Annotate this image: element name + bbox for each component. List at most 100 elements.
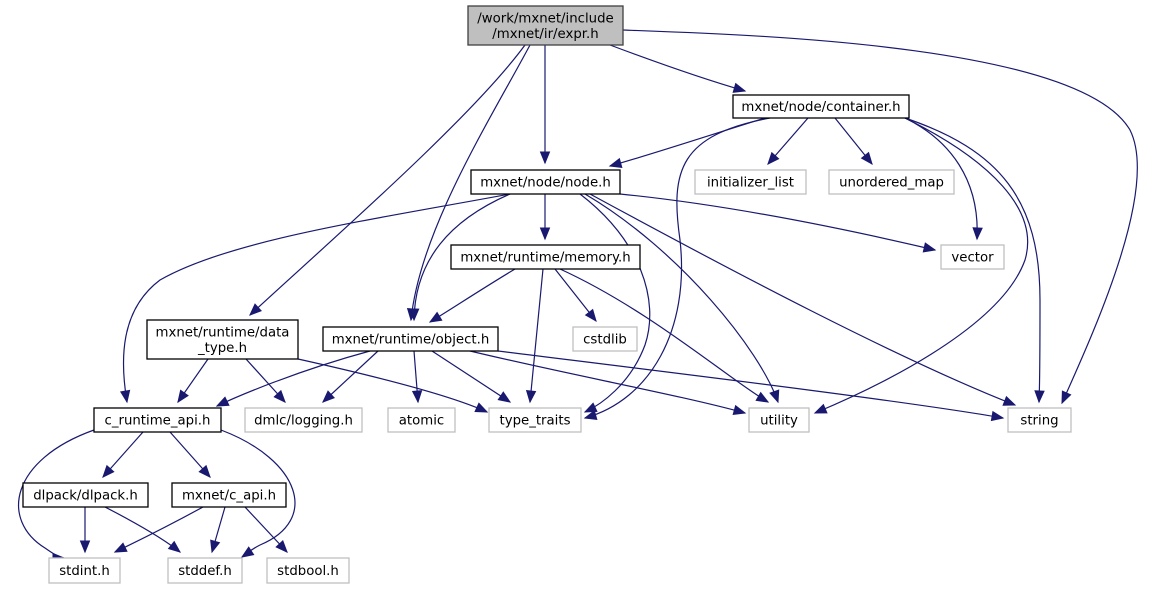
node-box	[387, 407, 456, 433]
arrowhead-icon	[922, 242, 937, 253]
node-vector: vector	[940, 244, 1005, 270]
arrowhead-icon	[497, 391, 512, 403]
edge-data_type-to-type_traits	[297, 358, 489, 413]
node-label: atomic	[399, 414, 444, 429]
node-box	[1007, 407, 1072, 433]
arrowhead-icon	[608, 157, 623, 168]
edge-line	[497, 350, 1004, 419]
node-box	[467, 5, 624, 46]
nodes-layer: /work/mxnet/include/mxnet/ir/expr.h mxnet…	[22, 5, 1072, 584]
node-c-runtime[interactable]: c_runtime_api.h	[93, 407, 222, 433]
edge-container-to-umap	[834, 117, 873, 166]
edge-line	[114, 506, 204, 553]
edge-c_api-to-stdint	[113, 506, 204, 553]
arrowhead-icon	[972, 227, 983, 241]
arrowhead-icon	[755, 391, 770, 403]
node-label: mxnet/runtime/data	[156, 325, 290, 340]
edge-object-to-utility	[469, 350, 747, 415]
edge-c_api-to-stddef	[210, 506, 226, 554]
arrowhead-icon	[769, 389, 780, 404]
edge-object-to-string	[497, 350, 1005, 422]
node-c-api[interactable]: mxnet/c_api.h	[171, 482, 287, 508]
arrowhead-icon	[322, 390, 335, 403]
edge-line	[622, 29, 1138, 404]
edge-object-to-type_traits	[431, 350, 512, 403]
node-label: cstdlib	[583, 333, 627, 348]
arrowhead-icon	[767, 151, 780, 165]
arrowhead-icon	[240, 546, 255, 558]
edge-object-to-logging	[322, 350, 379, 403]
arrowhead-icon	[539, 227, 551, 241]
arrowhead-icon	[732, 404, 747, 415]
node-box	[244, 407, 363, 433]
arrowhead-icon	[428, 311, 443, 323]
edges-layer	[18, 29, 1138, 564]
edge-c_runtime-to-dlpack	[102, 431, 144, 478]
node-init-list: initializer_list	[694, 169, 807, 195]
node-string: string	[1007, 407, 1072, 433]
arrowhead-icon	[860, 151, 873, 166]
node-box	[171, 482, 287, 508]
arrowhead-icon	[119, 389, 131, 404]
edge-container-to-utility	[813, 117, 1029, 414]
node-type-traits: type_traits	[488, 407, 582, 433]
arrowhead-icon	[275, 540, 288, 553]
node-box	[322, 326, 499, 352]
node-umap: unordered_map	[828, 169, 955, 195]
node-label: /mxnet/ir/expr.h	[492, 27, 598, 42]
edge-line	[322, 350, 379, 403]
node-box	[48, 557, 121, 584]
edge-node-to-object	[408, 193, 511, 322]
edge-line	[469, 350, 746, 414]
arrowhead-icon	[411, 390, 423, 404]
node-box	[450, 244, 641, 270]
edge-expr-to-string	[622, 29, 1138, 405]
node-label: type_traits	[499, 414, 570, 429]
edge-container-to-vector	[904, 117, 983, 241]
edge-line	[297, 358, 488, 413]
edge-dlpack-to-stddef	[104, 506, 182, 553]
node-label: mxnet/runtime/object.h	[332, 333, 490, 348]
node-node[interactable]: mxnet/node/node.h	[470, 169, 621, 195]
node-label: /work/mxnet/include	[477, 11, 613, 26]
edge-line	[589, 193, 1016, 406]
node-label: mxnet/c_api.h	[182, 489, 276, 504]
arrowhead-icon	[1034, 390, 1045, 404]
node-container[interactable]: mxnet/node/container.h	[732, 94, 910, 119]
arrowhead-icon	[210, 539, 221, 554]
node-label: mxnet/node/container.h	[741, 100, 900, 115]
node-object[interactable]: mxnet/runtime/object.h	[322, 326, 499, 352]
node-expr[interactable]: /work/mxnet/include/mxnet/ir/expr.h	[467, 5, 624, 46]
node-label: stdbool.h	[277, 564, 339, 579]
node-memory[interactable]: mxnet/runtime/memory.h	[450, 244, 641, 270]
node-box	[167, 557, 243, 584]
node-box	[93, 407, 222, 433]
edge-line	[904, 117, 1041, 403]
edge-container-to-string	[904, 117, 1045, 404]
node-stdbool: stdbool.h	[266, 557, 350, 584]
node-box	[940, 244, 1005, 270]
arrowhead-icon	[198, 464, 211, 478]
node-box	[146, 319, 299, 360]
node-box	[22, 482, 149, 508]
edge-node-to-string	[589, 193, 1017, 406]
edge-line	[579, 193, 651, 413]
arrowhead-icon	[177, 389, 189, 404]
node-box	[572, 326, 638, 352]
node-box	[266, 557, 350, 584]
edge-memory-to-cstdlib	[554, 268, 597, 323]
edge-node-to-utility	[584, 193, 780, 404]
node-data-type[interactable]: mxnet/runtime/data_type.h	[146, 319, 299, 360]
arrowhead-icon	[249, 303, 262, 316]
edge-c_api-to-stdbool	[244, 506, 288, 553]
edge-line	[431, 350, 511, 403]
edge-line	[904, 117, 978, 240]
edge-line	[584, 193, 779, 403]
node-box	[828, 169, 955, 195]
node-stdint: stdint.h	[48, 557, 121, 584]
node-label: mxnet/node/node.h	[480, 176, 611, 191]
edge-memory-to-object	[428, 268, 516, 323]
edge-node-to-vector	[619, 193, 937, 253]
node-dlpack[interactable]: dlpack/dlpack.h	[22, 482, 149, 508]
edge-line	[814, 117, 1029, 414]
